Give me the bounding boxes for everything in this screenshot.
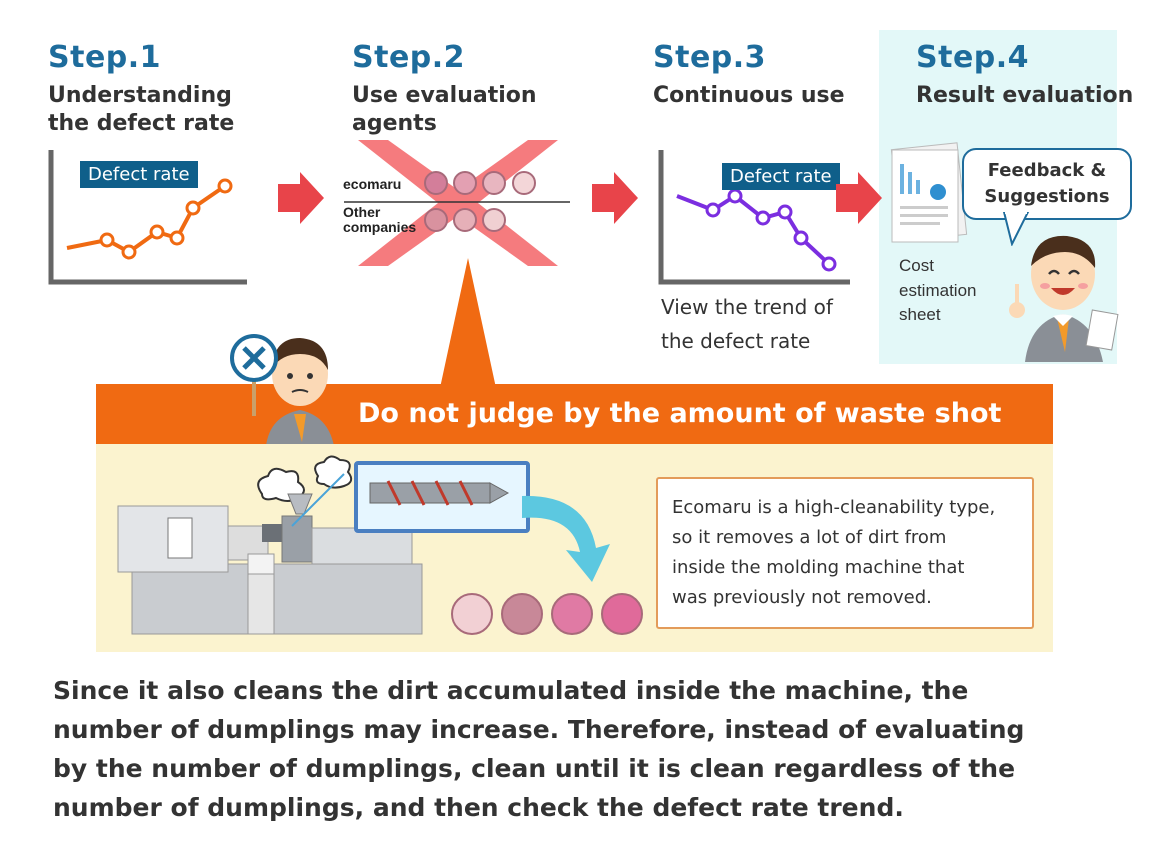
dumpling (453, 171, 477, 195)
arrow-right-icon (836, 172, 882, 224)
dumpling (512, 171, 536, 195)
data-point (727, 188, 743, 204)
bottom-line4: number of dumplings, and then check the … (53, 793, 904, 822)
comparison-row2-label-b: companies (343, 219, 417, 235)
note-line4: was previously not removed. (672, 587, 932, 608)
comparison-crossed-out (344, 140, 570, 266)
step2-title: Step.2 (352, 40, 466, 75)
falling-defect-line (676, 193, 831, 266)
data-point (705, 202, 721, 218)
speech-line2: Suggestions (984, 186, 1110, 207)
data-point (185, 200, 201, 216)
curved-arrow-icon (522, 495, 610, 582)
cleanability-note: Ecomaru is a high-cleanability type, so … (656, 477, 1034, 629)
step4-subtitle-line1: Result evaluation (916, 83, 1134, 108)
smiling-businessman-icon (1009, 235, 1119, 362)
arrow-right-icon (592, 172, 638, 224)
step2-subtitle-line1: Use evaluation (352, 83, 537, 108)
molding-machine-illustration (117, 455, 423, 635)
step3-caption-line1: View the trend of (661, 295, 833, 319)
dumpling (551, 593, 593, 635)
bottom-line1: Since it also cleans the dirt accumulate… (53, 676, 969, 705)
dumpling (424, 208, 448, 232)
sheet-label-line2: estimation (899, 281, 977, 300)
cost-estimation-sheet-icon (890, 142, 968, 243)
callout-pointer (440, 258, 496, 388)
waste-dumplings (451, 593, 643, 635)
rising-defect-line (66, 184, 227, 255)
sheet-label-line3: sheet (899, 305, 941, 324)
speech-line1: Feedback & (987, 160, 1107, 181)
step3-subtitle-line1: Continuous use (653, 83, 845, 108)
note-line3: inside the molding machine that (672, 557, 965, 578)
dumpling (482, 208, 506, 232)
comparison-row1-label: ecomaru (343, 176, 402, 192)
screw-zoom-box (354, 461, 530, 533)
note-line2: so it removes a lot of dirt from (672, 527, 947, 548)
data-point (149, 224, 165, 240)
chart1-tag: Defect rate (80, 161, 198, 188)
worried-businessman-icon (230, 334, 334, 446)
bottom-line2: number of dumplings may increase. Theref… (53, 715, 1025, 744)
step4-title: Step.4 (916, 40, 1030, 75)
chart3-tag: Defect rate (722, 163, 840, 190)
data-point (793, 230, 809, 246)
screw-icon (369, 480, 510, 506)
arrow-right-icon (278, 172, 324, 224)
data-point (777, 204, 793, 220)
data-point (99, 232, 115, 248)
sheet-label-line1: Cost (899, 256, 934, 275)
chart-axes (48, 150, 247, 285)
step1-subtitle-line1: Understanding (48, 83, 232, 108)
red-x-icon (358, 140, 558, 266)
step3-chart (658, 150, 850, 285)
data-point (821, 256, 837, 272)
step3-caption-line2: the defect rate (661, 329, 811, 353)
dumpling (453, 208, 477, 232)
feedback-speech-bubble: Feedback & Suggestions (962, 148, 1132, 220)
step2-subtitle-line2: agents (352, 111, 437, 136)
step3-title: Step.3 (653, 40, 767, 75)
data-point (217, 178, 233, 194)
banner-text: Do not judge by the amount of waste shot (358, 398, 1002, 429)
dumpling (451, 593, 493, 635)
dumpling (501, 593, 543, 635)
dumpling (601, 593, 643, 635)
note-line1: Ecomaru is a high-cleanability type, (672, 497, 996, 518)
dumpling (482, 171, 506, 195)
chart-axes (658, 150, 850, 285)
step1-subtitle-line2: the defect rate (48, 111, 235, 136)
step1-chart (48, 150, 247, 285)
data-point (169, 230, 185, 246)
data-point (755, 210, 771, 226)
speech-tail (1002, 212, 1030, 246)
dumpling (424, 171, 448, 195)
bottom-line3: by the number of dumplings, clean until … (53, 754, 1016, 783)
data-point (121, 244, 137, 260)
step1-title: Step.1 (48, 40, 162, 75)
comparison-row2-label-a: Other (343, 204, 381, 220)
